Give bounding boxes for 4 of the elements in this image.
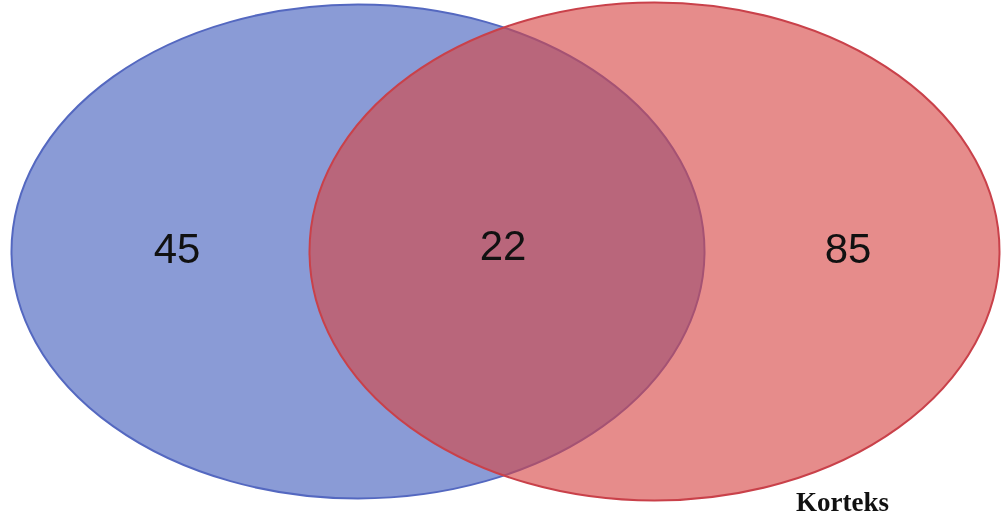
set-count: 85 [824,225,872,273]
overlap-count: 22 [479,222,527,270]
set-name: Korteks [796,487,889,518]
set-count: 45 [153,225,201,273]
